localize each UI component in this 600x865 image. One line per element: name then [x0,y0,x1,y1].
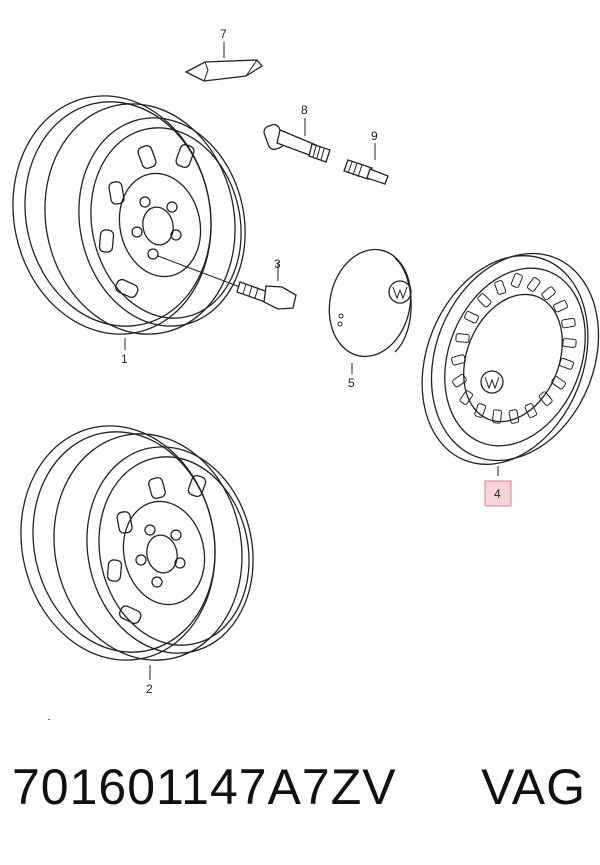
balance-weight-drawing: 7 [184,27,263,82]
valve-insert-drawing: 9 [343,129,389,185]
hub-cap-drawing: 5 [328,248,412,390]
callout-4-highlight [484,480,512,507]
steel-wheel-2-drawing: 2 [20,425,254,696]
callout-1: 1 [121,352,128,366]
callout-8: 8 [301,103,308,117]
callout-7: 7 [220,27,227,41]
brand-text: VAG [481,759,586,815]
wheel-trim-drawing: 4 [421,252,600,507]
stray-mark [48,719,50,720]
part-number-text: 701601147A7ZV [12,759,397,815]
valve-drawing: 8 [263,103,331,163]
parts-diagram: 7 8 9 [12,27,600,720]
footer: 701601147A7ZV VAG [0,758,600,838]
callout-5: 5 [348,376,355,390]
steel-wheel-1-drawing: 1 [12,95,246,366]
callout-4[interactable]: 4 [494,487,501,501]
wheel-bolt-drawing: 3 [157,255,297,310]
callout-9: 9 [371,129,378,143]
callout-2: 2 [146,682,153,696]
callout-3: 3 [274,257,281,271]
